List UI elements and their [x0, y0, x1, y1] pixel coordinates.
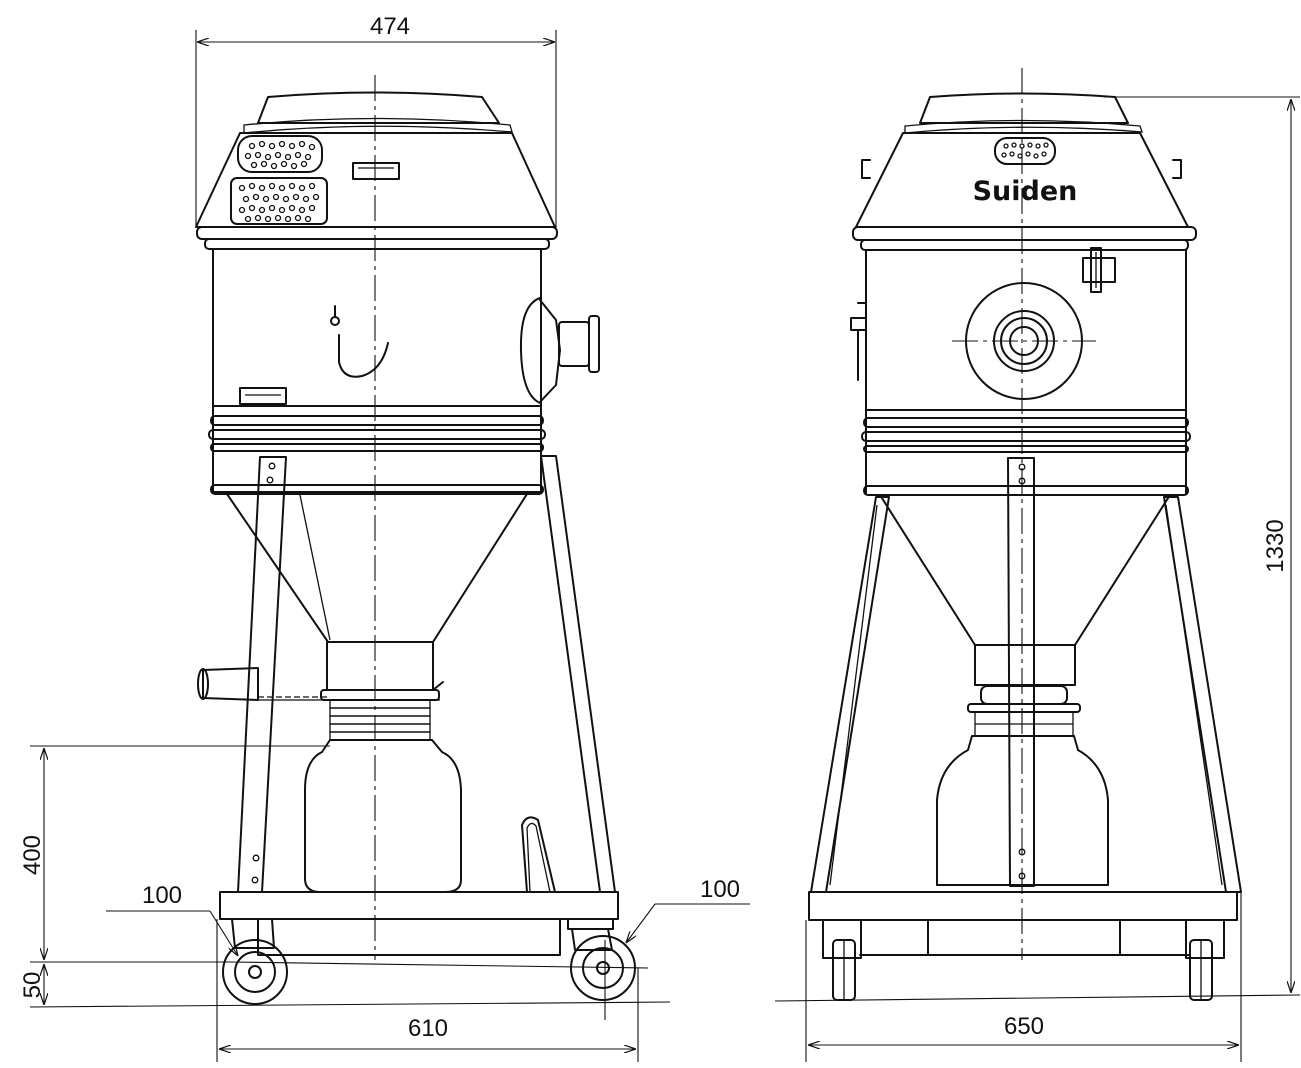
- front-right-caster: [1185, 919, 1225, 1001]
- side-collection-bottle: [304, 739, 462, 893]
- side-hook: [338, 334, 389, 378]
- front-base-frame: [808, 891, 1238, 921]
- side-head-handle: [352, 162, 400, 180]
- front-head-handle-left: [861, 159, 871, 179]
- dim-400-label: 400: [19, 835, 46, 875]
- side-lever: [521, 816, 556, 893]
- dim-474-label: 474: [370, 13, 410, 40]
- front-hopper: [879, 494, 1171, 646]
- dim-100-left-label: 100: [142, 882, 182, 909]
- side-base-tray: [257, 918, 561, 956]
- side-base-frame: [219, 891, 619, 920]
- side-outlet: [326, 641, 434, 691]
- side-vent-upper: [237, 135, 323, 173]
- front-center-post: [1007, 457, 1035, 887]
- dim-610-label: 610: [408, 1015, 448, 1042]
- front-latch: [1082, 247, 1116, 293]
- brand-logo-text: Suiden: [973, 176, 1078, 207]
- side-drum-handle: [239, 387, 287, 405]
- dim-50-label: 50: [19, 972, 46, 999]
- side-lid-rim: [243, 117, 513, 134]
- front-lid: [919, 92, 1129, 124]
- front-side-latch: [850, 302, 867, 381]
- dim-100-right-label: 100: [700, 876, 740, 903]
- side-clamp-ring: [196, 226, 558, 240]
- side-right-caster: [567, 918, 636, 1001]
- front-outlet: [974, 644, 1076, 686]
- front-vent: [994, 137, 1056, 165]
- side-view: 474 400 50 100 100 610: [19, 13, 750, 1062]
- side-drum: [212, 248, 542, 493]
- front-left-caster: [822, 919, 862, 1001]
- front-right-leg: [1163, 496, 1242, 893]
- dim-650-label: 650: [1004, 1013, 1044, 1040]
- side-left-caster: [222, 918, 288, 1005]
- side-vent-holes: [238, 140, 320, 223]
- front-left-leg: [810, 496, 890, 893]
- side-vent-lower: [230, 177, 328, 225]
- front-view: Suiden: [774, 68, 1301, 1062]
- side-hopper: [226, 493, 528, 643]
- side-flex-hose: [329, 699, 431, 741]
- side-rear-leg: [540, 455, 616, 893]
- front-base-tray: [927, 919, 1121, 956]
- side-inlet-flange: [519, 297, 541, 404]
- side-clamp-ring-2: [204, 238, 550, 250]
- front-head-handle-right: [1172, 159, 1182, 179]
- front-bottle-cap: [980, 685, 1068, 705]
- dim-1330-label: 1330: [1262, 519, 1289, 572]
- side-lid: [257, 91, 500, 124]
- side-inlet-port: [558, 321, 590, 367]
